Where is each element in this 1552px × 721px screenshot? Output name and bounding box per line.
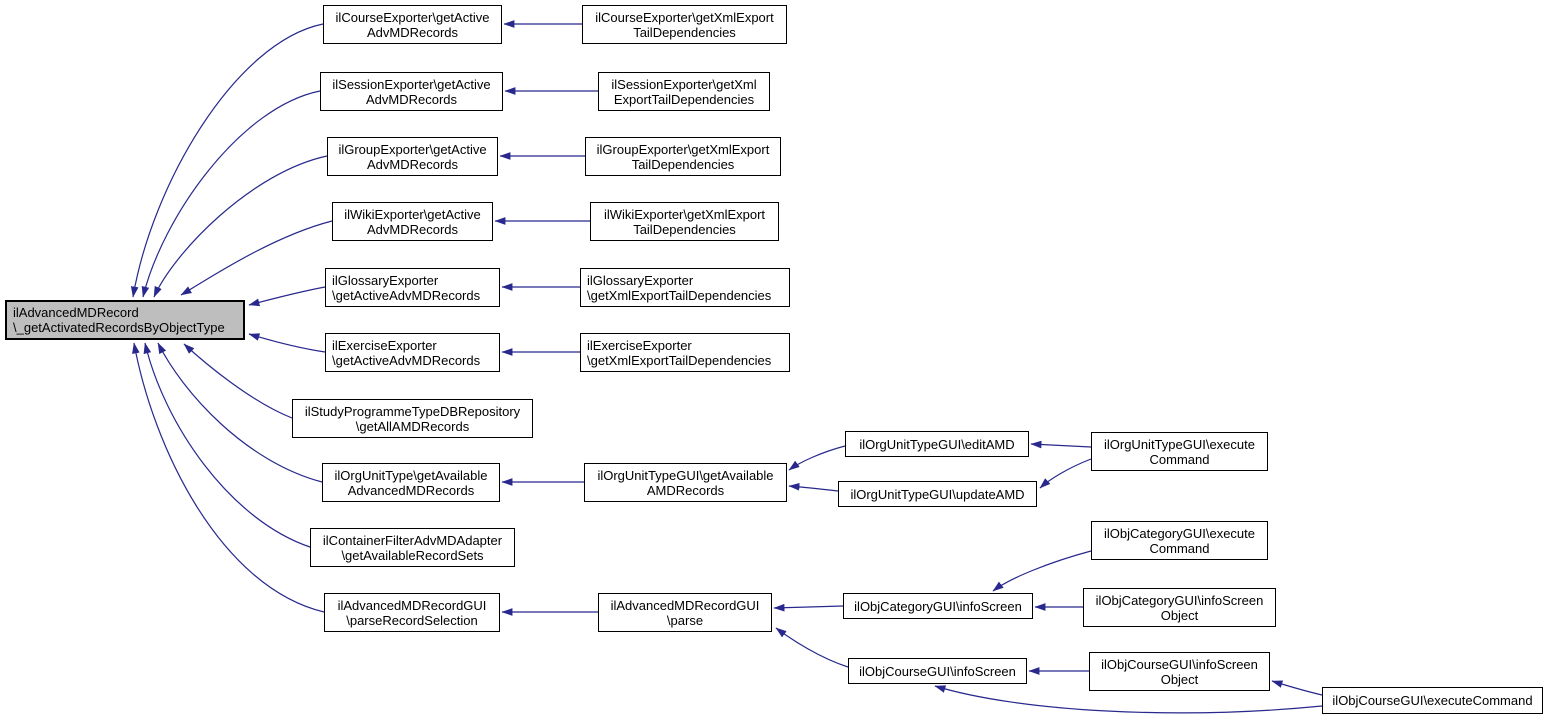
node-label-line: \parse bbox=[666, 612, 704, 628]
node-label-line: ExportTailDependencies bbox=[613, 91, 755, 107]
node-label-line: Object bbox=[1160, 671, 1199, 687]
edge-ilOrgUnitTypeGUI-editAMD--to--ilOrgUnitTypeGUI-getAvailableAMDRecords bbox=[788, 445, 846, 471]
node-label-line: ilOrgUnitTypeGUI\execute bbox=[1103, 436, 1255, 452]
edge-ilObjCourseGUI-executeCommand--to--ilObjCourseGUI-infoScreenObject bbox=[1271, 680, 1323, 696]
node-label-line: ilOrgUnitType\getAvailable bbox=[334, 467, 488, 483]
edge-ilStudyProgrammeTypeDBRepository-getAllAMDRecords--to--ilAdvancedMDRecord-getActivatedRecordsByObjectType bbox=[183, 343, 293, 419]
node-ilGlossaryExporter-getActiveAdvMDRecords[interactable]: ilGlossaryExporter\getActiveAdvMDRecords bbox=[325, 268, 500, 307]
edge-ilOrgUnitTypeGUI-updateAMD--to--ilOrgUnitTypeGUI-getAvailableAMDRecords bbox=[788, 482, 839, 492]
node-label-line: \getXmlExportTailDependencies bbox=[587, 287, 772, 303]
node-ilAdvancedMDRecordGUI-parse[interactable]: ilAdvancedMDRecordGUI\parse bbox=[598, 593, 772, 632]
node-ilOrgUnitTypeGUI-editAMD[interactable]: ilOrgUnitTypeGUI\editAMD bbox=[845, 431, 1029, 457]
node-label-line: ilOrgUnitTypeGUI\updateAMD bbox=[850, 486, 1025, 502]
edge-ilExerciseExporter-getActiveAdvMDRecords--to--ilAdvancedMDRecord-getActivatedRecordsByObjectType bbox=[248, 333, 326, 353]
node-label-line: \getXmlExportTailDependencies bbox=[587, 352, 772, 368]
node-label-line: AdvMDRecords bbox=[365, 91, 458, 107]
edge-ilObjCategoryGUI-executeCommand--to--ilObjCategoryGUI-infoScreen bbox=[992, 550, 1092, 592]
node-label-line: ilGlossaryExporter bbox=[332, 272, 439, 288]
node-ilOrgUnitTypeGUI-updateAMD[interactable]: ilOrgUnitTypeGUI\updateAMD bbox=[838, 481, 1037, 507]
node-ilObjCourseGUI-executeCommand[interactable]: ilObjCourseGUI\executeCommand bbox=[1322, 687, 1543, 714]
node-label-line: Command bbox=[1149, 451, 1210, 467]
node-label-line: ilObjCategoryGUI\infoScreen bbox=[1095, 592, 1264, 608]
node-ilStudyProgrammeTypeDBRepository-getAllAMDRecords[interactable]: ilStudyProgrammeTypeDBRepository\getAllA… bbox=[292, 399, 533, 438]
edge-ilAdvancedMDRecordGUI-parseRecordSelection--to--ilAdvancedMDRecord-getActivatedRecordsByObjectType bbox=[132, 342, 325, 613]
node-label-line: ilExerciseExporter bbox=[332, 337, 437, 353]
node-label-line: AdvMDRecords bbox=[366, 24, 459, 40]
edge-ilGlossaryExporter-getActiveAdvMDRecords--to--ilAdvancedMDRecord-getActivatedRecordsByObjectType bbox=[248, 286, 326, 307]
edge-ilCourseExporter-getActiveAdvMDRecords--to--ilAdvancedMDRecord-getActivatedRecordsByObjectType bbox=[130, 23, 324, 298]
node-label-line: \getActiveAdvMDRecords bbox=[332, 352, 481, 368]
node-label-line: AdvancedMDRecords bbox=[347, 482, 475, 498]
node-label-line: ilAdvancedMDRecord bbox=[13, 305, 139, 320]
node-label-line: AdvMDRecords bbox=[366, 221, 459, 237]
node-label-line: ilCourseExporter\getXmlExport bbox=[595, 9, 774, 25]
node-label-line: ilObjCategoryGUI\infoScreen bbox=[854, 598, 1022, 614]
node-label-line: ilObjCourseGUI\infoScreen bbox=[1101, 656, 1258, 672]
node-label-line: ilGlossaryExporter bbox=[587, 272, 694, 288]
node-label-line: ilOrgUnitTypeGUI\getAvailable bbox=[597, 467, 774, 483]
node-ilObjCourseGUI-infoScreen[interactable]: ilObjCourseGUI\infoScreen bbox=[848, 658, 1027, 684]
edge-ilSessionExporter-getActiveAdvMDRecords--to--ilAdvancedMDRecord-getActivatedRecordsByObjectType bbox=[141, 90, 321, 298]
node-label-line: ilAdvancedMDRecordGUI bbox=[337, 597, 487, 613]
edge-ilWikiExporter-getActiveAdvMDRecords--to--ilAdvancedMDRecord-getActivatedRecordsByObjectType bbox=[180, 220, 333, 296]
node-label-line: AdvMDRecords bbox=[366, 156, 459, 172]
node-label-line: ilGroupExporter\getActive bbox=[338, 141, 487, 157]
node-label-line: ilContainerFilterAdvMDAdapter bbox=[322, 532, 503, 548]
node-label-line: ilObjCourseGUI\infoScreen bbox=[859, 663, 1016, 679]
node-label-line: ilWikiExporter\getXmlExport bbox=[603, 206, 766, 222]
node-label-line: TailDependencies bbox=[631, 156, 735, 172]
node-label-line: ilGroupExporter\getXmlExport bbox=[596, 141, 770, 157]
node-label-line: ilCourseExporter\getActive bbox=[335, 9, 490, 25]
node-label-line: ilWikiExporter\getActive bbox=[344, 206, 481, 222]
edge-ilOrgUnitType-getAvailableAdvancedMDRecords--to--ilAdvancedMDRecord-getActivatedRecordsByObjectType bbox=[157, 342, 323, 483]
node-label-line: ilOrgUnitTypeGUI\editAMD bbox=[859, 436, 1015, 452]
node-ilExerciseExporter-getXmlExportTailDependencies[interactable]: ilExerciseExporter\getXmlExportTailDepen… bbox=[580, 333, 790, 372]
node-ilObjCategoryGUI-infoScreen[interactable]: ilObjCategoryGUI\infoScreen bbox=[843, 593, 1033, 619]
edge-ilObjCategoryGUI-infoScreen--to--ilAdvancedMDRecordGUI-parse bbox=[773, 603, 844, 612]
node-label-line: \getAvailableRecordSets bbox=[341, 547, 484, 563]
node-ilContainerFilterAdvMDAdapter-getAvailableRecordSets[interactable]: ilContainerFilterAdvMDAdapter\getAvailab… bbox=[310, 528, 515, 567]
node-label-line: ilObjCategoryGUI\execute bbox=[1103, 525, 1255, 541]
node-label-line: TailDependencies bbox=[633, 24, 736, 40]
node-label-line: ilSessionExporter\getXml bbox=[611, 76, 757, 92]
node-label-line: \getActiveAdvMDRecords bbox=[332, 287, 481, 303]
node-ilAdvancedMDRecordGUI-parseRecordSelection[interactable]: ilAdvancedMDRecordGUI\parseRecordSelecti… bbox=[324, 593, 500, 632]
node-label-line: ilSessionExporter\getActive bbox=[332, 76, 491, 92]
node-label-line: \_getActivatedRecordsByObjectType bbox=[13, 320, 225, 335]
node-ilGlossaryExporter-getXmlExportTailDependencies[interactable]: ilGlossaryExporter\getXmlExportTailDepen… bbox=[580, 268, 790, 307]
edge-ilObjCourseGUI-infoScreen--to--ilAdvancedMDRecordGUI-parse bbox=[775, 627, 849, 668]
node-label-line: Command bbox=[1149, 540, 1210, 556]
node-label-line: ilAdvancedMDRecordGUI bbox=[610, 597, 760, 613]
node-label-line: TailDependencies bbox=[633, 221, 736, 237]
node-label-line: \parseRecordSelection bbox=[346, 612, 478, 628]
node-ilAdvancedMDRecord-getActivatedRecordsByObjectType: ilAdvancedMDRecord\_getActivatedRecordsB… bbox=[5, 300, 245, 340]
node-label-line: Object bbox=[1160, 607, 1199, 623]
node-label-line: \getAllAMDRecords bbox=[355, 418, 470, 434]
edge-ilObjCourseGUI-executeCommand--to--ilObjCourseGUI-infoScreen bbox=[934, 685, 1323, 714]
node-label-line: ilObjCourseGUI\executeCommand bbox=[1332, 693, 1533, 708]
node-ilExerciseExporter-getActiveAdvMDRecords[interactable]: ilExerciseExporter\getActiveAdvMDRecords bbox=[325, 333, 500, 372]
node-label-line: AMDRecords bbox=[646, 482, 725, 498]
edge-ilOrgUnitTypeGUI-executeCommand--to--ilOrgUnitTypeGUI-updateAMD bbox=[1039, 458, 1092, 489]
edge-ilGroupExporter-getActiveAdvMDRecords--to--ilAdvancedMDRecord-getActivatedRecordsByObjectType bbox=[153, 155, 328, 298]
node-label-line: ilStudyProgrammeTypeDBRepository bbox=[304, 403, 521, 419]
node-label-line: ilExerciseExporter bbox=[587, 337, 692, 353]
edge-ilOrgUnitTypeGUI-executeCommand--to--ilOrgUnitTypeGUI-editAMD bbox=[1030, 440, 1092, 449]
edge-ilContainerFilterAdvMDAdapter-getAvailableRecordSets--to--ilAdvancedMDRecord-getActivatedRecordsByObjectType bbox=[143, 342, 311, 548]
